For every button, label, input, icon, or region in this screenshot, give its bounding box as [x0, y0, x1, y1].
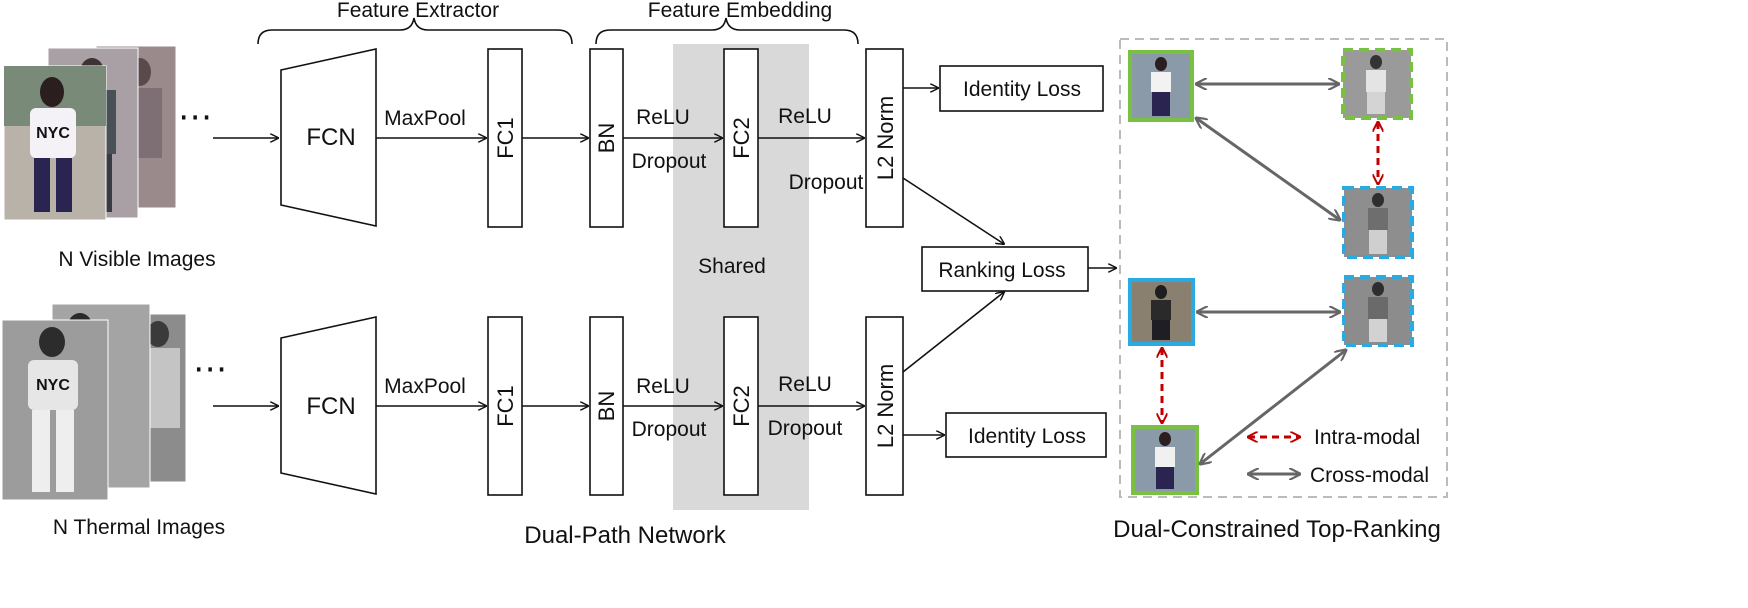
feature-embedding-label: Feature Embedding — [648, 0, 832, 22]
anchor-visible-thumb — [1128, 50, 1194, 122]
top-fc1-label: FC1 — [493, 117, 518, 159]
visible-shirt-text: NYC — [36, 125, 70, 142]
top-l2norm-label: L2 Norm — [873, 96, 898, 180]
top-maxpool-label: MaxPool — [384, 107, 466, 130]
visible-ellipsis: ⋯ — [178, 98, 212, 136]
bottom-fc2-block — [723, 316, 759, 496]
top-identity-loss-label: Identity Loss — [963, 78, 1081, 101]
top-ranking-label: Dual-Constrained Top-Ranking — [1113, 516, 1441, 543]
thermal-shirt-text: NYC — [36, 377, 70, 394]
top-ranking-arrow — [902, 177, 1004, 244]
top-fcn-label: FCN — [306, 124, 355, 151]
visible-images-label: N Visible Images — [58, 248, 215, 271]
top-l2norm-block — [865, 48, 904, 228]
bottom-l2norm-block — [865, 316, 904, 496]
thermal-ellipsis: ⋯ — [193, 350, 227, 388]
top-relu1-label: ReLU — [636, 106, 690, 129]
bottom-ranking-arrow — [902, 292, 1004, 373]
bottom-identity-loss-label: Identity Loss — [968, 425, 1086, 448]
visible-negative-thumb — [1131, 425, 1199, 495]
bottom-l2norm-label: L2 Norm — [873, 364, 898, 448]
cross-modal-arrow-diagonal-up — [1200, 350, 1346, 464]
bottom-bn-label: BN — [594, 391, 619, 422]
legend-cross-label: Cross-modal — [1310, 464, 1429, 487]
feature-embedding-brace — [595, 17, 859, 45]
ranking-loss-label: Ranking Loss — [938, 259, 1065, 282]
ranking-loss-box — [921, 246, 1089, 292]
shared-label: Shared — [698, 255, 766, 278]
top-ranking-panel — [1119, 38, 1448, 498]
feature-extractor-brace — [257, 17, 573, 45]
top-fc1-block — [487, 48, 523, 228]
bottom-relu1-label: ReLU — [636, 375, 690, 398]
bottom-relu2-label: ReLU — [778, 373, 832, 396]
legend-intra-label: Intra-modal — [1314, 426, 1420, 449]
feature-extractor-label: Feature Extractor — [337, 0, 499, 22]
top-dropout2-label: Dropout — [789, 171, 864, 194]
bottom-fc1-block — [487, 316, 523, 496]
bottom-maxpool-label: MaxPool — [384, 375, 466, 398]
bottom-fc1-label: FC1 — [493, 385, 518, 427]
top-identity-loss-box — [939, 65, 1104, 112]
bottom-identity-loss-box — [945, 412, 1107, 458]
negative-thermal-thumb-top — [1342, 186, 1414, 259]
thermal-match-thumb-blue — [1342, 275, 1414, 347]
top-dropout1-label: Dropout — [632, 150, 707, 173]
thermal-image-stack: NYC — [1, 303, 187, 501]
bottom-fcn-label: FCN — [306, 393, 355, 420]
visible-image-stack: NYC — [3, 45, 177, 221]
bottom-fc2-label: FC2 — [729, 385, 754, 427]
anchor-thermal-match-thumb — [1341, 48, 1413, 120]
anchor-visible-thumb-blue — [1128, 278, 1195, 346]
top-bn-label: BN — [594, 123, 619, 154]
cross-modal-arrow-diagonal-down — [1196, 118, 1340, 220]
dual-path-network-label: Dual-Path Network — [524, 522, 726, 549]
bottom-dropout2-label: Dropout — [768, 417, 843, 440]
bottom-fcn-block — [280, 316, 377, 495]
thermal-images-label: N Thermal Images — [53, 516, 225, 539]
bottom-dropout1-label: Dropout — [632, 418, 707, 441]
top-relu2-label: ReLU — [778, 105, 832, 128]
top-fcn-block — [280, 48, 377, 227]
top-fc2-label: FC2 — [729, 117, 754, 159]
